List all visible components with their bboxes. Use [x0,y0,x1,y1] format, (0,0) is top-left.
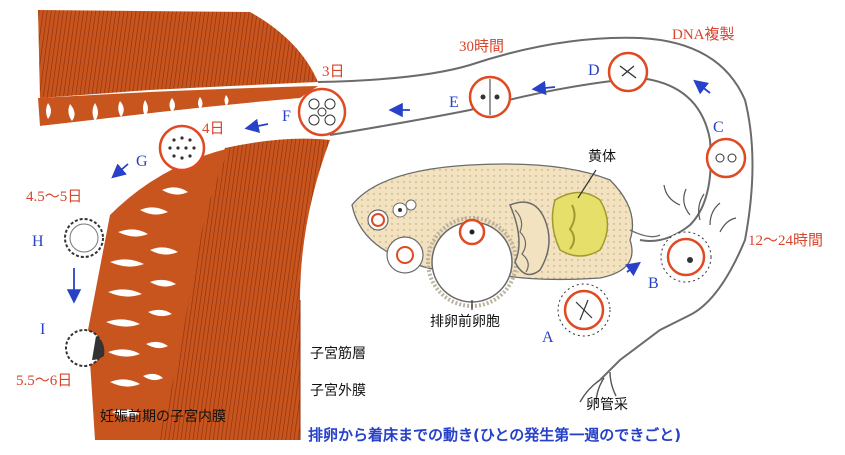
stage-letter-d: D [588,63,600,79]
stage-letter-e: E [449,95,459,111]
blastocyst-h [65,219,103,257]
day-4-label: 4日 [202,122,225,137]
perimetrium-label: 子宮外膜 [310,384,366,398]
dna-replication-zygote-d [609,53,647,91]
hours-12-24-label: 12〜24時間 [748,234,823,249]
stage-letter-b: B [648,276,659,292]
stage-letter-a: A [542,330,554,346]
myometrium-label: 子宮筋層 [310,347,366,361]
zygote-b [661,232,711,282]
day-4-5-to-5-label: 4.5〜5日 [26,190,82,205]
day-3-label: 3日 [322,65,345,80]
fimbria-label: 卵管采 [586,398,628,412]
corpus-luteum [552,193,607,257]
stage-letter-c: C [713,120,724,136]
stage-letter-i: I [40,322,45,338]
diagram-caption: 排卵から着床までの動き(ひとの発生第一週のできごと) [308,428,681,443]
thirty-hours-label: 30時間 [459,40,504,55]
preovulatory-follicle-label: 排卵前卵胞 [430,315,500,329]
dna-replication-label: DNA複製 [672,28,735,43]
morula-g [160,126,204,170]
corpus-luteum-label: 黄体 [588,150,616,164]
two-cell-embryo-e [470,77,510,117]
uterine-fundus-muscle [38,10,318,98]
stage-letter-f: F [282,109,291,125]
oocyte-with-corona-a [558,284,610,336]
stage-letter-h: H [32,234,44,250]
day-5-5-to-6-label: 5.5〜6日 [16,374,72,389]
stage-letter-g: G [136,154,148,170]
two-pronuclei-zygote-c [707,139,745,177]
eight-cell-embryo-f [299,89,345,135]
fimbriae-fringe [664,185,736,232]
endometrium-label: 妊娠前期の子宮内膜 [100,410,226,424]
ovary-ligament [630,230,660,237]
